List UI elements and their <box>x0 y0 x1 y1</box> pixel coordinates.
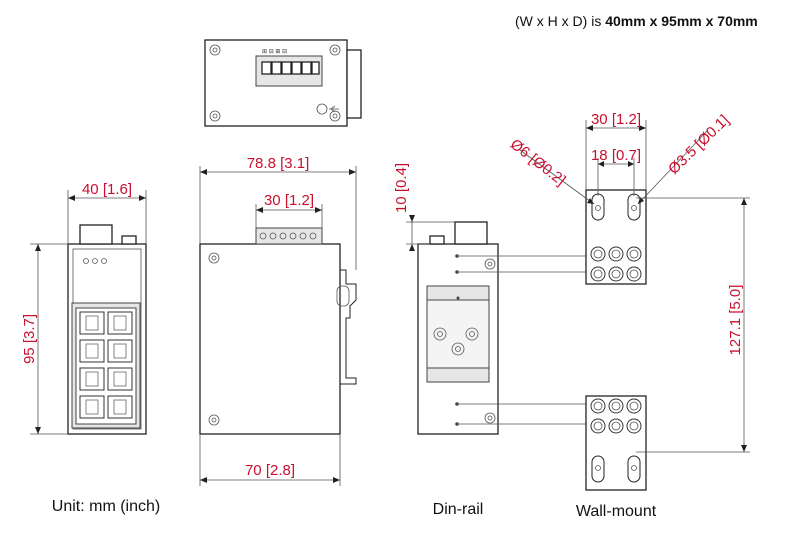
front-width-label: 40 [1.6] <box>82 181 132 198</box>
side-view: 78.8 [3.1] 30 [1.2] 70 [2.8] <box>199 155 357 486</box>
front-view: 40 [1.6] 95 [3.7] <box>21 181 147 435</box>
wall-large-hole-label: Ø6 [Ø0.2] <box>507 136 569 189</box>
wall-small-hole-label: Ø3.5 [Ø0.1] <box>665 112 733 178</box>
wallmount-caption: Wall-mount <box>576 503 657 520</box>
rj45-port <box>79 339 105 363</box>
unit-caption: Unit: mm (inch) <box>52 498 160 515</box>
mount-hole <box>608 266 624 282</box>
dinrail-offset-label: 10 [0.4] <box>393 163 410 213</box>
dinrail-view: 10 [0.4] <box>393 163 586 435</box>
rj45-port <box>79 367 105 391</box>
wall-hole-spacing-label: 18 [0.7] <box>591 147 641 164</box>
spec-text: (W x H x D) is 40mm x 95mm x 70mm <box>515 13 758 29</box>
rj45-port <box>107 395 133 419</box>
mount-holes-bottom <box>590 398 642 434</box>
svg-text:⊞ ⊟ ⊞ ⊟: ⊞ ⊟ ⊞ ⊟ <box>262 49 287 55</box>
mount-hole <box>590 266 606 282</box>
rj45-port <box>107 311 133 335</box>
wall-width-label: 30 [1.2] <box>591 111 641 128</box>
dinrail-caption: Din-rail <box>433 501 484 518</box>
side-depth-total-label: 78.8 [3.1] <box>247 155 310 172</box>
mount-hole <box>590 246 606 262</box>
rj45-port <box>107 339 133 363</box>
front-height-label: 95 [3.7] <box>21 314 38 364</box>
mount-hole <box>608 246 624 262</box>
mount-hole <box>608 418 624 434</box>
mount-hole <box>590 418 606 434</box>
mount-hole <box>626 246 642 262</box>
wall-height-label: 127.1 [5.0] <box>727 285 744 356</box>
top-view: ⊞ ⊟ ⊞ ⊟ <box>204 39 362 127</box>
rj45-port <box>79 311 105 335</box>
mount-hole <box>626 266 642 282</box>
mount-hole <box>626 418 642 434</box>
mount-hole <box>626 398 642 414</box>
wallmount-view: 30 [1.2] 18 [0.7] Ø6 [Ø0.2] Ø3.5 [Ø0.1] … <box>507 111 750 491</box>
spec-prefix: (W x H x D) is <box>515 13 605 29</box>
mount-hole <box>608 398 624 414</box>
rj45-port <box>79 395 105 419</box>
rj45-ports <box>79 311 133 419</box>
side-depth-label: 70 [2.8] <box>245 462 295 479</box>
spec-value: 40mm x 95mm x 70mm <box>605 13 758 29</box>
terminal-width-label: 30 [1.2] <box>264 192 314 209</box>
mount-hole <box>590 398 606 414</box>
rj45-port <box>107 367 133 391</box>
mount-holes-top <box>590 246 642 282</box>
